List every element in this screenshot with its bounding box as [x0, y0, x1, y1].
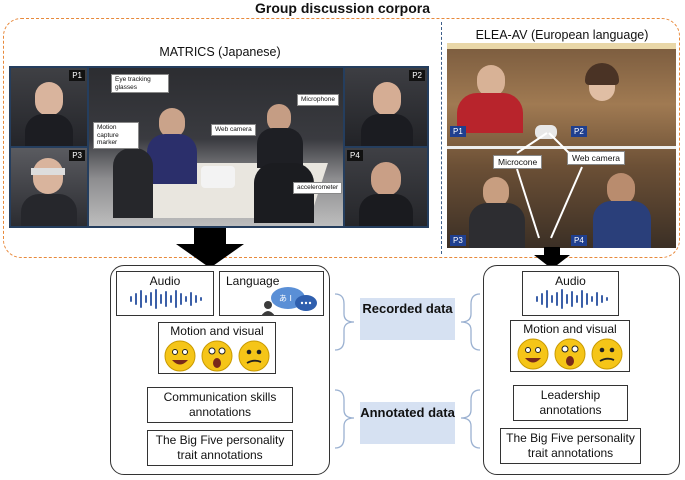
page-title: Group discussion corpora [254, 0, 431, 16]
speech-bubble-text: あ I [279, 294, 292, 303]
connector-braces [334, 293, 481, 449]
matrics-room-photo: Eye tracking glasses Motion capture mark… [89, 68, 343, 226]
corpora-frame [3, 18, 680, 258]
surprised-face-icon [201, 340, 233, 372]
accelerometer-callout: accelerometer [293, 182, 343, 194]
matrics-photo-p1: P1 [11, 68, 87, 146]
confused-face-icon [238, 340, 270, 372]
participant-tag: P4 [347, 150, 363, 161]
leadership-annotation: Leadership annotations [513, 385, 628, 421]
sound-wave-icon [535, 289, 608, 309]
web-camera-callout: Web camera [567, 151, 626, 165]
motion-visual-label-right: Motion and visual [523, 322, 617, 336]
participant-tag: P3 [450, 235, 466, 246]
annotated-data-label: Annotated data [360, 402, 455, 444]
participant-tag: P1 [69, 70, 85, 81]
confused-face-icon [591, 338, 623, 370]
emoji-faces [517, 338, 623, 370]
motion-visual-item: Motion and visual [158, 322, 276, 374]
participant-tag: P2 [409, 70, 425, 81]
surprised-face-icon [554, 338, 586, 370]
matrics-image-panel: P1 P3 Eye tracking glasses Motion captur… [9, 66, 429, 228]
matrics-title: MATRICS (Japanese) [159, 45, 281, 59]
motion-visual-label: Motion and visual [170, 324, 264, 338]
emoji-faces [164, 340, 270, 372]
matrics-down-arrow [176, 228, 244, 268]
elea-title: ELEA-AV (European language) [475, 28, 649, 42]
participant-tag: P1 [450, 126, 466, 137]
motion-visual-item-right: Motion and visual [510, 320, 630, 372]
big-five-annotation-left: The Big Five personality trait annotatio… [147, 430, 293, 466]
speech-bubble-icon: あ I [271, 287, 317, 311]
eye-tracking-callout: Eye tracking glasses [111, 74, 169, 93]
matrics-photo-p3: P3 [11, 148, 87, 226]
matrics-photo-p4: P4 [345, 148, 427, 226]
communication-skills-annotation: Communication skills annotations [147, 387, 293, 423]
audio-label: Audio [149, 274, 181, 288]
audio-item-right: Audio [522, 271, 619, 316]
smiley-face-icon [164, 340, 196, 372]
elea-down-arrow [534, 247, 570, 269]
person-icon [261, 301, 275, 316]
language-label: Language [226, 274, 280, 288]
matrics-photo-p2: P2 [345, 68, 427, 146]
big-five-annotation-right: The Big Five personality trait annotatio… [500, 428, 641, 464]
motion-capture-callout: Motion capture marker [93, 122, 139, 149]
recorded-data-label: Recorded data [360, 298, 455, 340]
participant-tag: P3 [69, 150, 85, 161]
participant-tag: P2 [571, 126, 587, 137]
microphone-callout: Microphone [297, 94, 339, 106]
elea-callout-arrows [516, 132, 583, 239]
microcone-callout: Microcone [493, 155, 543, 169]
smiley-face-icon [517, 338, 549, 370]
participant-tag: P4 [571, 235, 587, 246]
corpora-divider [441, 22, 442, 254]
language-item: Language あ I [219, 271, 324, 316]
audio-label-right: Audio [555, 274, 586, 288]
audio-item: Audio [116, 271, 214, 316]
web-camera-callout: Web camera [211, 124, 256, 136]
sound-wave-icon [130, 289, 202, 309]
